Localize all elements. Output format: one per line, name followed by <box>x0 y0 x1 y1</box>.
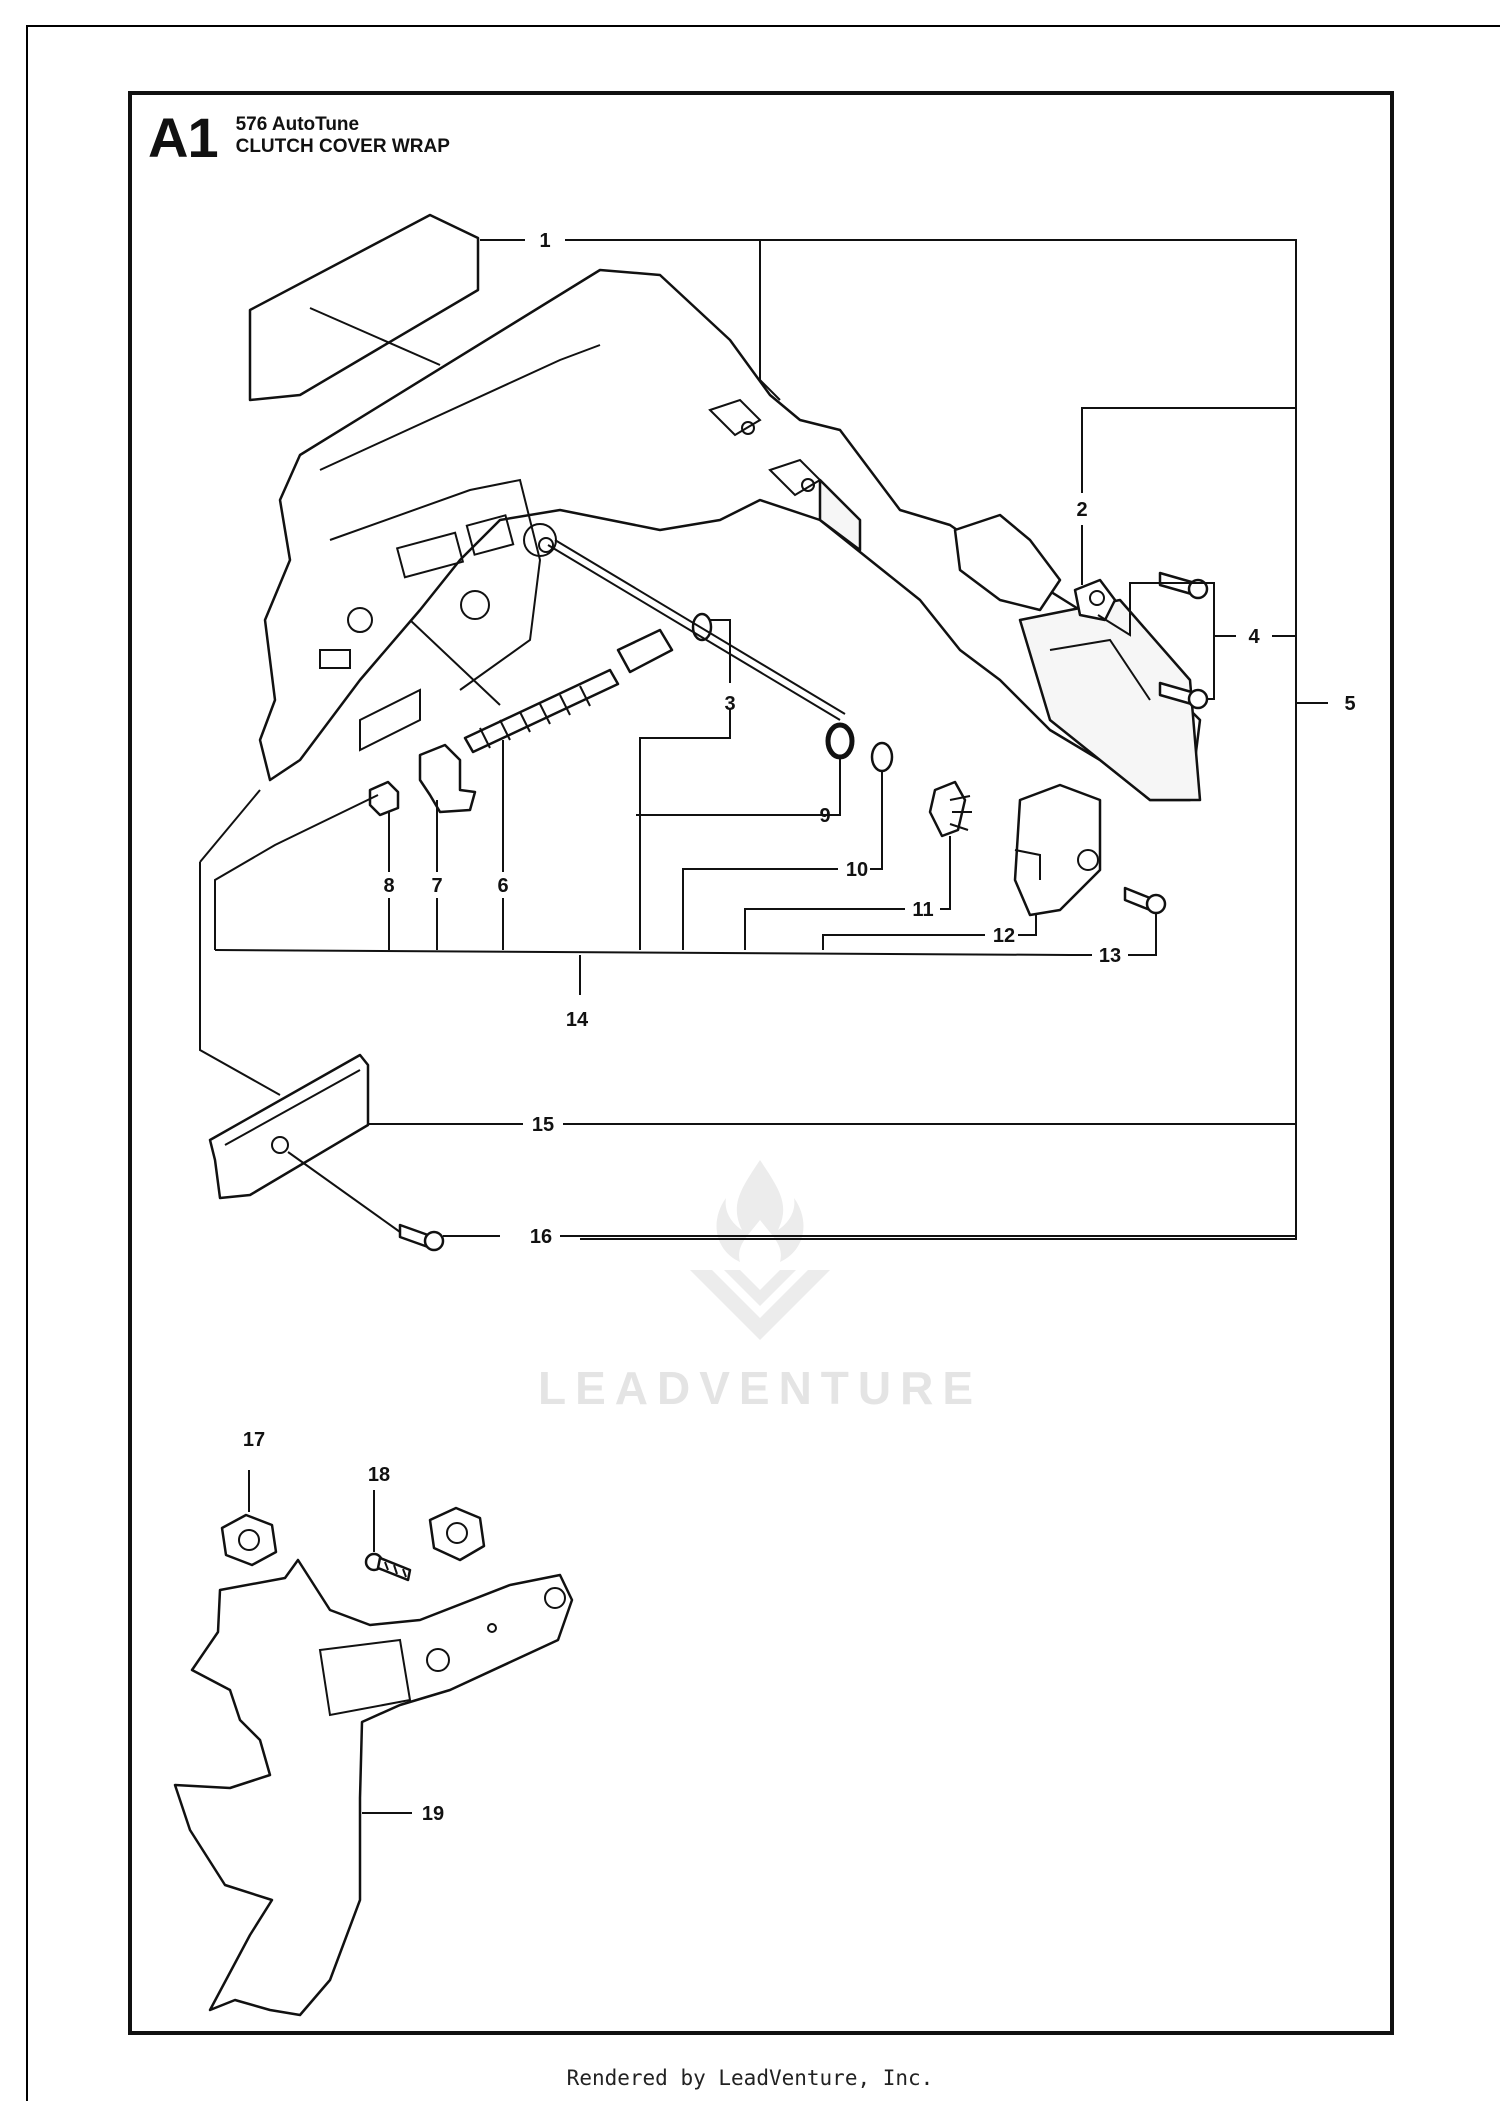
adjuster-gear-part <box>928 780 972 838</box>
diagram-header: A1 576 AutoTune CLUTCH COVER WRAP <box>148 110 450 166</box>
footer-credit: Rendered by LeadVenture, Inc. <box>566 2066 934 2090</box>
clutch-cover-part <box>258 268 1202 802</box>
cover-screw-part <box>1123 886 1167 915</box>
callout-9: 9 <box>819 805 830 827</box>
flange-nut-part <box>220 1513 278 1567</box>
callout-3: 3 <box>724 693 735 715</box>
o-ring-part <box>825 722 855 760</box>
callout-15: 15 <box>532 1114 554 1136</box>
seal-ring-part <box>870 741 894 773</box>
page-code: A1 <box>148 106 219 169</box>
bolt-part <box>364 1552 412 1582</box>
callout-5: 5 <box>1344 693 1355 715</box>
page-left-rule <box>26 25 28 2101</box>
small-nut-part <box>368 780 400 817</box>
callout-11: 11 <box>912 899 933 921</box>
callout-8: 8 <box>383 875 394 897</box>
tensioner-screw-part <box>463 628 674 754</box>
diagram-frame <box>128 91 1394 2035</box>
bumper-spike-part <box>173 1558 574 2017</box>
page-top-rule <box>26 25 1500 27</box>
tensioner-cover-part <box>1013 783 1102 917</box>
callout-12: 12 <box>993 925 1015 947</box>
callout-18: 18 <box>368 1464 390 1486</box>
callout-14: 14 <box>566 1009 589 1031</box>
plate-screw-part <box>287 1151 445 1252</box>
section-title: CLUTCH COVER WRAP <box>235 136 450 157</box>
watermark-text: LEADVENTURE <box>537 1362 983 1414</box>
tensioner-nut-part <box>418 743 477 814</box>
watermark: LEADVENTURE <box>480 1150 1040 1415</box>
leader-lines <box>199 239 1328 1814</box>
callout-7: 7 <box>431 875 442 897</box>
callout-6: 6 <box>497 875 508 897</box>
callout-2: 2 <box>1076 499 1087 521</box>
washer-part <box>691 612 713 642</box>
callout-13: 13 <box>1099 945 1121 967</box>
callout-4: 4 <box>1248 626 1260 648</box>
callout-16: 16 <box>530 1226 552 1248</box>
guide-rod-line <box>547 544 841 721</box>
cover-nut-part <box>1073 578 1117 622</box>
flange-nut-2-part <box>428 1506 486 1562</box>
callout-17: 17 <box>243 1429 265 1451</box>
callout-19: 19 <box>422 1803 444 1825</box>
bar-plate-part <box>208 1053 370 1200</box>
model-name: 576 AutoTune <box>235 114 360 135</box>
decal-part <box>248 213 480 402</box>
callout-1: 1 <box>539 230 550 252</box>
callout-10: 10 <box>846 859 868 881</box>
header-titles: 576 AutoTune CLUTCH COVER WRAP <box>236 110 450 158</box>
